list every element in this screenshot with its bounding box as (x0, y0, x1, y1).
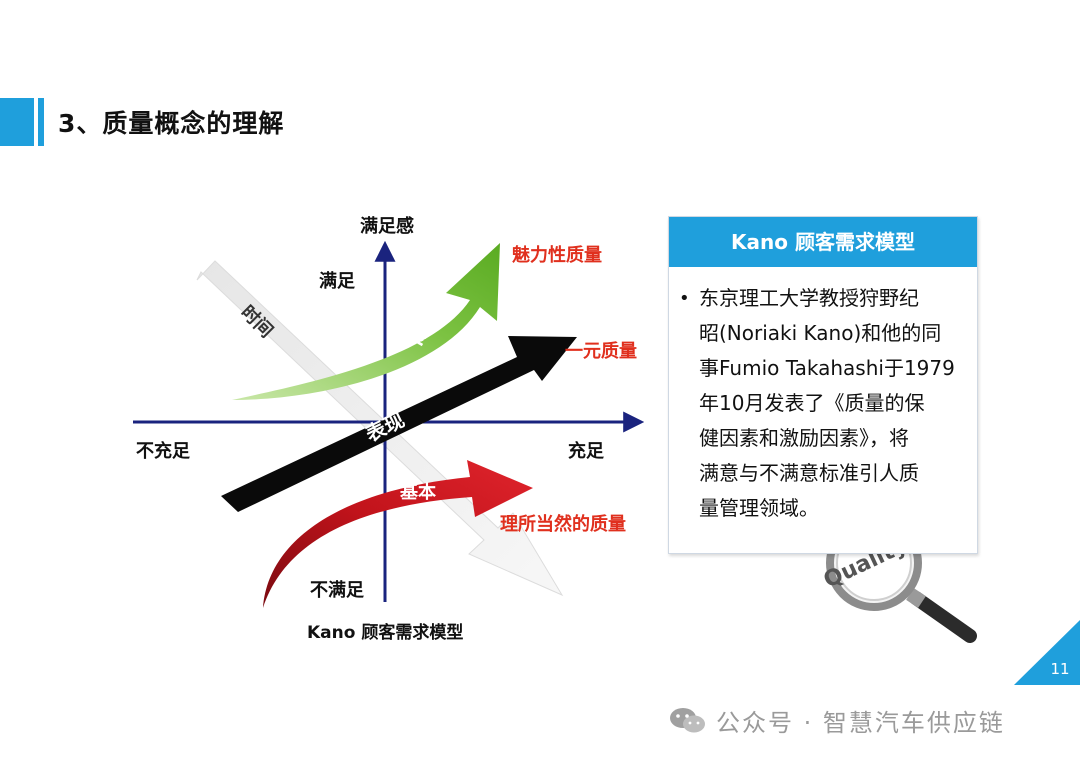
info-line: 昭(Noriaki Kano)和他的同 (699, 316, 967, 351)
info-box-body: • 东京理工大学教授狩野纪 昭(Noriaki Kano)和他的同 事Fumio… (669, 267, 977, 526)
bullet-icon: • (679, 281, 690, 316)
info-box-header: Kano 顾客需求模型 (669, 217, 977, 267)
watermark: 公众号 · 智慧汽车供应链 (668, 700, 1005, 740)
top-label: 满足 (319, 270, 355, 292)
y-axis-label: 满足感 (360, 215, 414, 237)
info-line: 事Fumio Takahashi于1979 (699, 351, 967, 386)
one-dimensional-quality-label: 一元质量 (565, 340, 637, 362)
must-be-quality-label: 理所当然的质量 (500, 513, 626, 535)
x-left-label: 不充足 (136, 440, 190, 462)
info-line: 年10月发表了《质量的保 (699, 386, 967, 421)
page-number: 11 (1046, 660, 1074, 678)
info-box: Kano 顾客需求模型 • 东京理工大学教授狩野纪 昭(Noriaki Kano… (668, 216, 978, 554)
attractive-quality-label: 魅力性质量 (512, 244, 602, 266)
info-line: 满意与不满意标准引人质 (699, 456, 967, 491)
diagram-caption: Kano 顾客需求模型 (307, 622, 463, 643)
wechat-icon (668, 705, 708, 735)
x-right-label: 充足 (568, 440, 604, 462)
bottom-label: 不满足 (310, 579, 364, 601)
info-line: 健因素和激励因素》，将 (699, 421, 967, 456)
info-line: 量管理领域。 (699, 491, 967, 526)
basic-label: 基本 (399, 481, 436, 503)
watermark-text: 公众号 · 智慧汽车供应链 (716, 703, 1005, 738)
info-line: 东京理工大学教授狩野纪 (699, 281, 967, 316)
